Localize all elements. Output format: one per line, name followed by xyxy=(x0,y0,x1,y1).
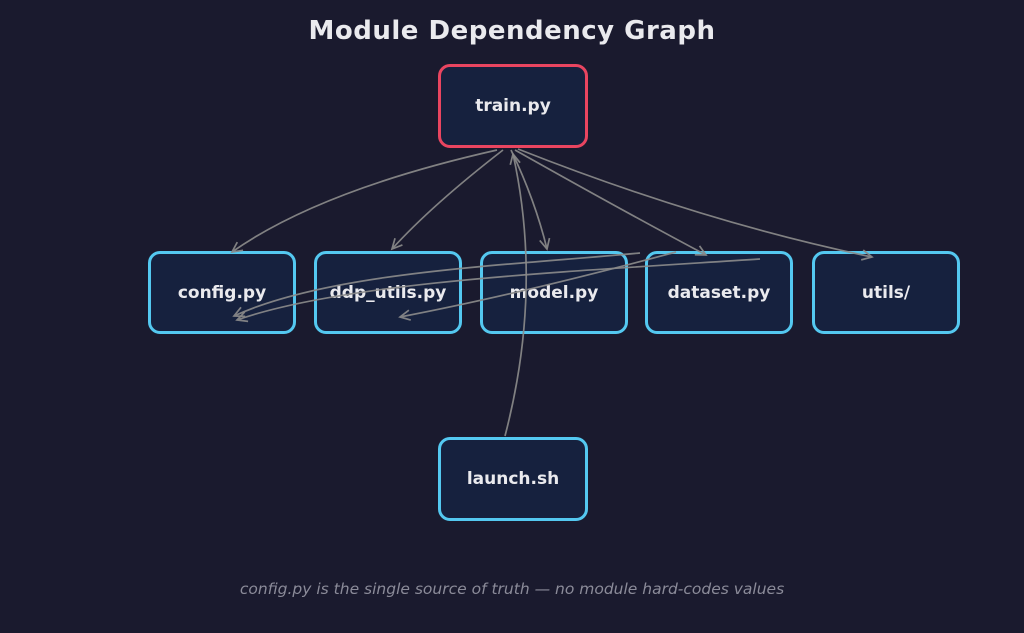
edge-train-py-to-dataset-py xyxy=(514,149,708,256)
node-config-py: config.py xyxy=(148,251,296,334)
node-launch-sh-label: launch.sh xyxy=(466,469,560,489)
node-ddp-utils-py-label: ddp_utils.py xyxy=(329,282,447,303)
node-model-py: model.py xyxy=(480,251,628,334)
node-utils-dir: utils/ xyxy=(812,251,960,334)
node-dataset-py-label: dataset.py xyxy=(667,282,771,303)
edge-train-py-to-model-py xyxy=(510,149,551,251)
diagram-title: Module Dependency Graph xyxy=(308,16,716,46)
edge-train-py-to-utils xyxy=(517,148,874,261)
node-train-py: train.py xyxy=(438,64,588,148)
node-train-py-label: train.py xyxy=(475,96,551,116)
node-config-py-label: config.py xyxy=(177,282,267,303)
node-launch-sh: launch.sh xyxy=(438,437,588,521)
node-ddp-utils-py: ddp_utils.py xyxy=(314,251,462,334)
node-dataset-py: dataset.py xyxy=(645,251,793,334)
edge-train-py-to-ddp-utils-py xyxy=(390,149,504,251)
node-model-py-label: model.py xyxy=(509,282,599,303)
node-utils-dir-label: utils/ xyxy=(861,282,911,303)
diagram-caption: config.py is the single source of truth … xyxy=(239,580,785,598)
edge-train-py-to-config-py xyxy=(230,149,498,254)
